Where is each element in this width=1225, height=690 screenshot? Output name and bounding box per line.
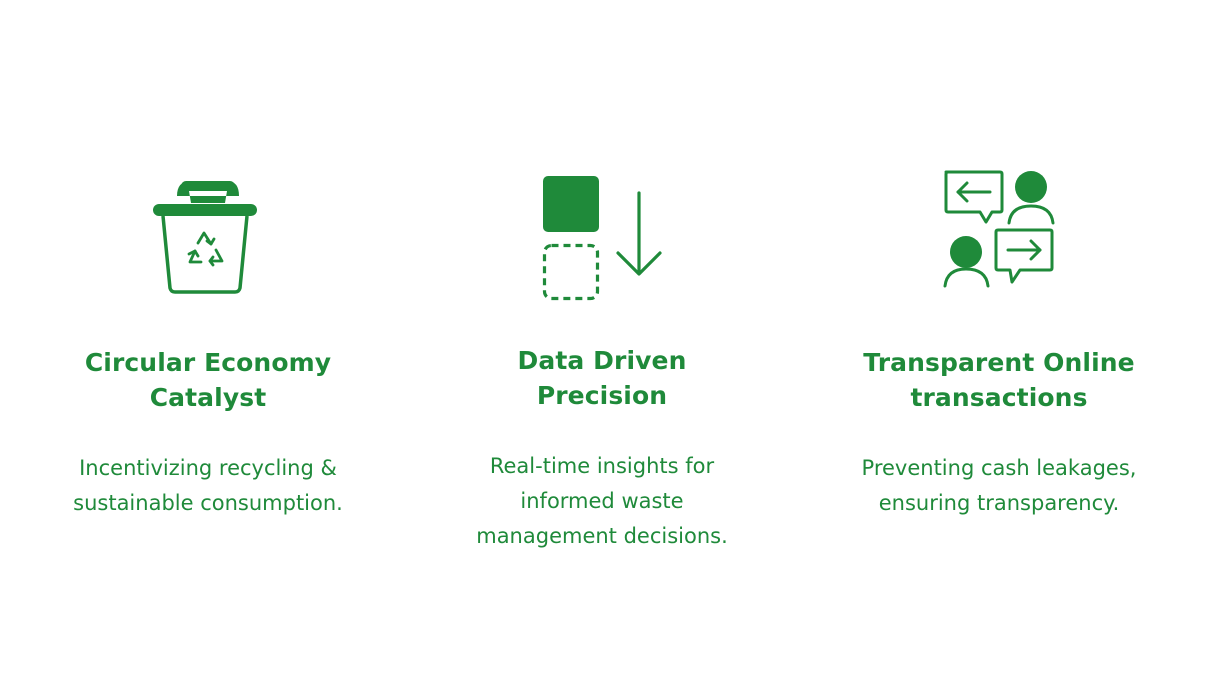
feature-icon-container — [8, 178, 408, 296]
feature-description-line: informed waste — [520, 489, 684, 513]
feature-title-line: Circular Economy — [84, 348, 332, 377]
feature-description-line: ensuring transparency. — [878, 491, 1120, 515]
feature-description: Real-time insights for informed waste ma… — [402, 449, 802, 554]
feature-description-line: Real-time insights for — [489, 454, 715, 478]
people-exchange-icon — [943, 170, 1055, 288]
feature-data-driven: Data Driven Precision Real-time insights… — [402, 0, 802, 690]
feature-title-line: Catalyst — [149, 383, 267, 412]
feature-title-line: Precision — [536, 381, 668, 410]
feature-description: Incentivizing recycling & sustainable co… — [8, 451, 408, 521]
feature-circular-economy: Circular Economy Catalyst Incentivizing … — [8, 0, 408, 690]
feature-description-line: Incentivizing recycling & — [79, 456, 337, 480]
recycle-bin-icon — [153, 181, 257, 294]
feature-title: Data Driven Precision — [402, 343, 802, 413]
feature-icon-container — [799, 168, 1199, 290]
feature-description-line: Preventing cash leakages, — [861, 456, 1137, 480]
feature-title: Transparent Online transactions — [799, 345, 1199, 415]
feature-title-line: Data Driven — [517, 346, 687, 375]
feature-transparent-transactions: Transparent Online transactions Preventi… — [799, 0, 1199, 690]
feature-title: Circular Economy Catalyst — [8, 345, 408, 415]
feature-description: Preventing cash leakages, ensuring trans… — [799, 451, 1199, 521]
feature-description-line: management decisions. — [476, 524, 728, 548]
feature-icon-container — [402, 175, 802, 301]
feature-title-line: Transparent Online — [863, 348, 1135, 377]
feature-title-line: transactions — [910, 383, 1088, 412]
feature-description-line: sustainable consumption. — [73, 491, 343, 515]
data-sort-down-icon — [542, 176, 662, 301]
